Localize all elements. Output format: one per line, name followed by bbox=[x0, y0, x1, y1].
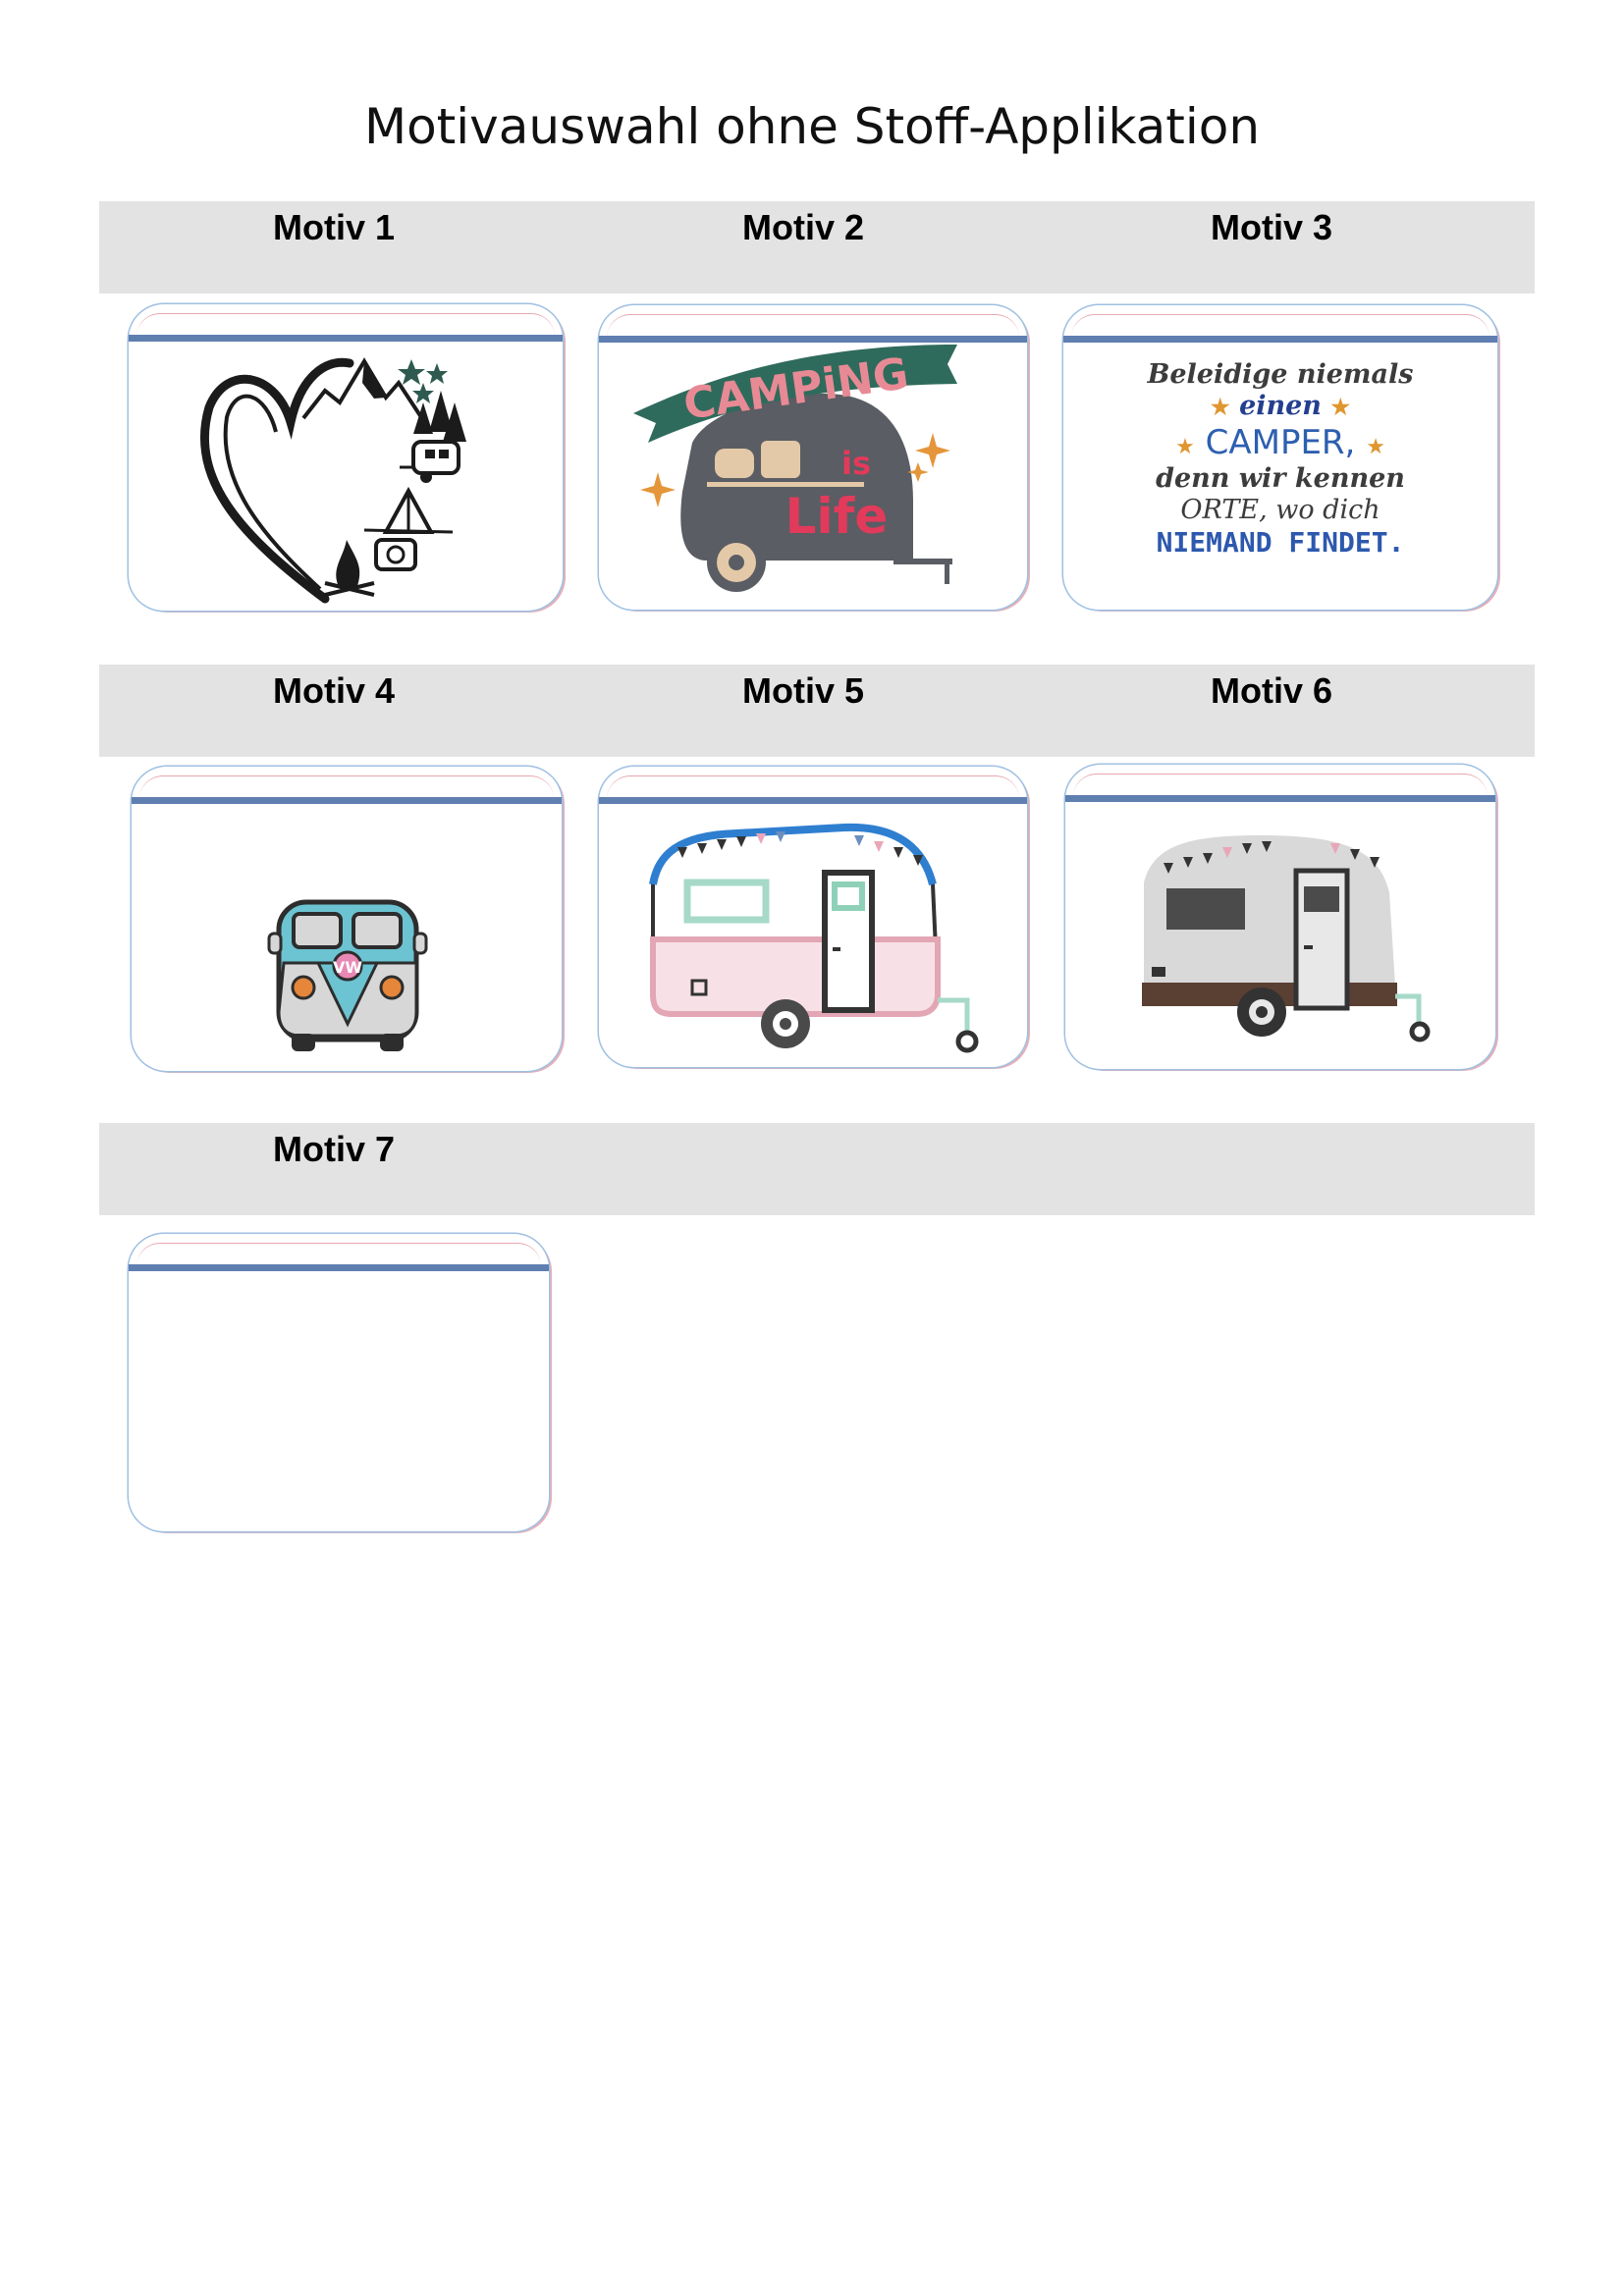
vw-bus-icon: VW bbox=[267, 899, 428, 1051]
page-title: Motivauswahl ohne Stoff-Applikation bbox=[363, 98, 1261, 155]
camping-is-life-icon: CAMPiNG is Life bbox=[633, 345, 957, 592]
heart-mountains-camping-icon bbox=[200, 357, 466, 604]
header-band-row-1: Motiv 1 Motiv 2 Motiv 3 bbox=[99, 201, 1535, 294]
motif-4-label: Motiv 4 bbox=[272, 670, 395, 711]
star-icon: ★ bbox=[1210, 395, 1230, 421]
motif-6-label: Motiv 6 bbox=[1210, 670, 1332, 711]
quote-line-2: einen bbox=[1239, 391, 1322, 422]
header-band-row-3: Motiv 7 bbox=[99, 1123, 1535, 1215]
quote-line-4: denn wir kennen bbox=[1156, 462, 1405, 494]
is-text: is bbox=[841, 445, 871, 482]
star-icon: ★ bbox=[1175, 434, 1195, 459]
motif-4-card[interactable]: VW bbox=[132, 767, 562, 1071]
motif-5-card[interactable] bbox=[599, 767, 1027, 1067]
motif-5-label: Motiv 5 bbox=[741, 670, 864, 711]
grey-caravan-icon bbox=[1142, 835, 1431, 1042]
motif-3-label: Motiv 3 bbox=[1210, 207, 1332, 247]
star-icon: ★ bbox=[1330, 395, 1351, 421]
retro-caravan-icon bbox=[649, 823, 979, 1053]
life-text: Life bbox=[785, 488, 889, 545]
motif-3-card[interactable]: Beleidige niemals ★ einen ★ ★ CAMPER, ★ … bbox=[1063, 305, 1497, 610]
quote-line-6: NIEMAND FINDET. bbox=[1156, 526, 1405, 560]
header-band-row-2: Motiv 4 Motiv 5 Motiv 6 bbox=[99, 665, 1535, 757]
motif-6-card[interactable] bbox=[1065, 765, 1495, 1069]
quote-line-3: CAMPER, bbox=[1205, 422, 1356, 462]
camper-quote: Beleidige niemals ★ einen ★ ★ CAMPER, ★ … bbox=[1063, 359, 1497, 560]
motif-7-card[interactable] bbox=[129, 1234, 549, 1531]
motif-2-card[interactable]: CAMPiNG is Life bbox=[599, 305, 1027, 610]
star-icon: ★ bbox=[1366, 434, 1385, 459]
motif-1-label: Motiv 1 bbox=[272, 207, 395, 247]
motif-2-label: Motiv 2 bbox=[741, 207, 864, 247]
motif-1-card[interactable] bbox=[129, 304, 563, 611]
motif-7-label: Motiv 7 bbox=[272, 1129, 395, 1169]
quote-line-1: Beleidige niemals bbox=[1147, 359, 1414, 390]
svg-text:VW: VW bbox=[333, 958, 362, 977]
quote-line-5: ORTE, wo dich bbox=[1180, 494, 1380, 525]
